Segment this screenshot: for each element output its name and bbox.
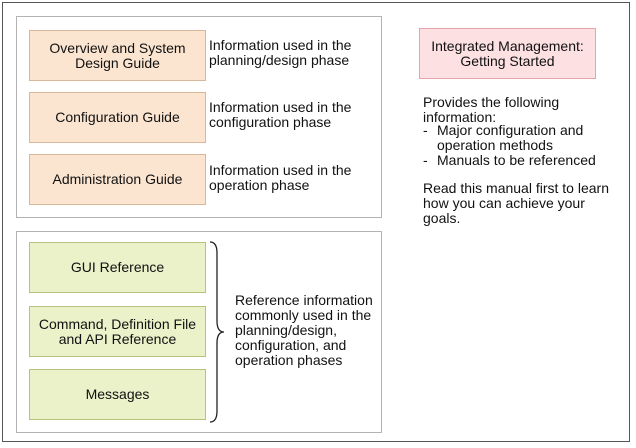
manual-item: Manuals to be referenced xyxy=(423,153,596,169)
reference-box-messages: Messages xyxy=(29,369,206,420)
guide-box-administration: Administration Guide xyxy=(29,154,206,205)
manual-title-box: Integrated Management: Getting Started xyxy=(419,28,596,79)
reference-box-command: Command, Definition File and API Referen… xyxy=(29,306,206,357)
manual-intro: Provides the following information: xyxy=(423,94,560,125)
reference-box-gui: GUI Reference xyxy=(29,242,206,293)
manual-item: Major configuration and operation method… xyxy=(423,123,596,153)
guide-description-administration: Information used in the operation phase xyxy=(209,162,352,193)
guide-description-configuration: Information used in the configuration ph… xyxy=(209,99,352,130)
guide-description-overview: Information used in the planning/design … xyxy=(209,37,352,68)
guide-box-configuration: Configuration Guide xyxy=(29,92,206,143)
reference-description: Reference information commonly used in t… xyxy=(235,292,373,368)
manual-closing: Read this manual first to learn how you … xyxy=(423,180,609,226)
manual-item-list: Major configuration and operation method… xyxy=(423,123,596,169)
diagram-frame: Overview and System Design Guide Informa… xyxy=(2,2,630,442)
guide-box-overview: Overview and System Design Guide xyxy=(29,30,206,81)
curly-brace xyxy=(209,241,225,423)
